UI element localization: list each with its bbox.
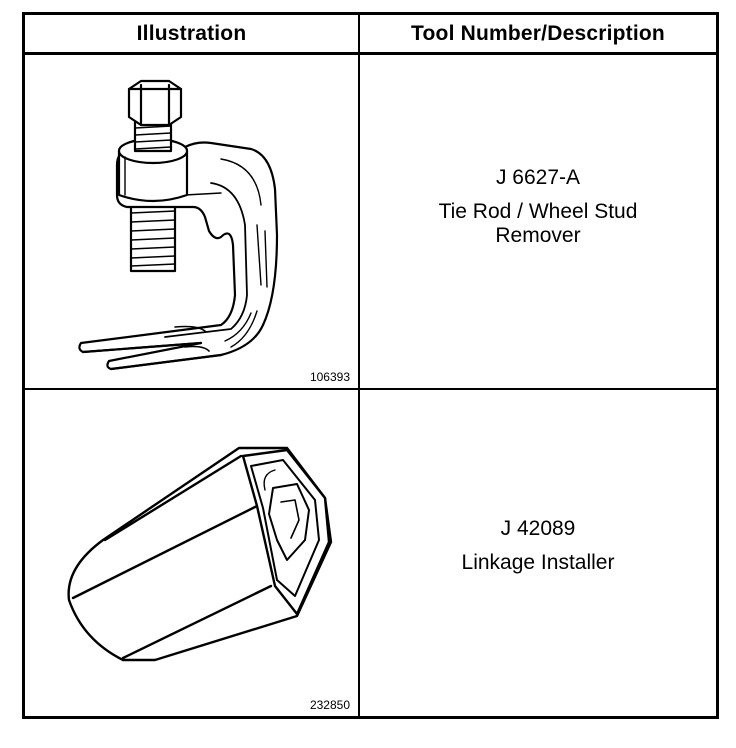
illustration-cell: 106393 [25,55,358,388]
figure-number: 106393 [309,370,350,384]
tool-description-line1: Tie Rod / Wheel Stud [438,199,638,223]
tool-number: J 6627-A [495,165,581,189]
header-tool-number-description: Tool Number/Description [411,21,665,45]
tool-table: Illustration Tool Number/Description [22,12,719,719]
illustration-cell: 232850 [25,390,358,716]
figure-number: 232850 [309,698,350,712]
table-row: 232850 J 42089 Linkage Installer [25,390,716,716]
tool-number: J 42089 [500,517,576,540]
column-divider [358,15,360,716]
tie-rod-remover-illustration [78,79,279,371]
table-row: 106393 J 6627-A Tie Rod / Wheel Stud Rem… [25,55,716,388]
description-cell: J 6627-A Tie Rod / Wheel Stud Remover [360,55,716,388]
tool-description-line1: Linkage Installer [461,551,615,574]
row-divider [25,388,716,390]
description-cell: J 42089 Linkage Installer [360,390,716,716]
table-header: Illustration Tool Number/Description [25,15,716,55]
tool-description-line2: Remover [495,223,581,247]
header-illustration: Illustration [136,21,247,45]
hex-socket-illustration [67,446,333,662]
